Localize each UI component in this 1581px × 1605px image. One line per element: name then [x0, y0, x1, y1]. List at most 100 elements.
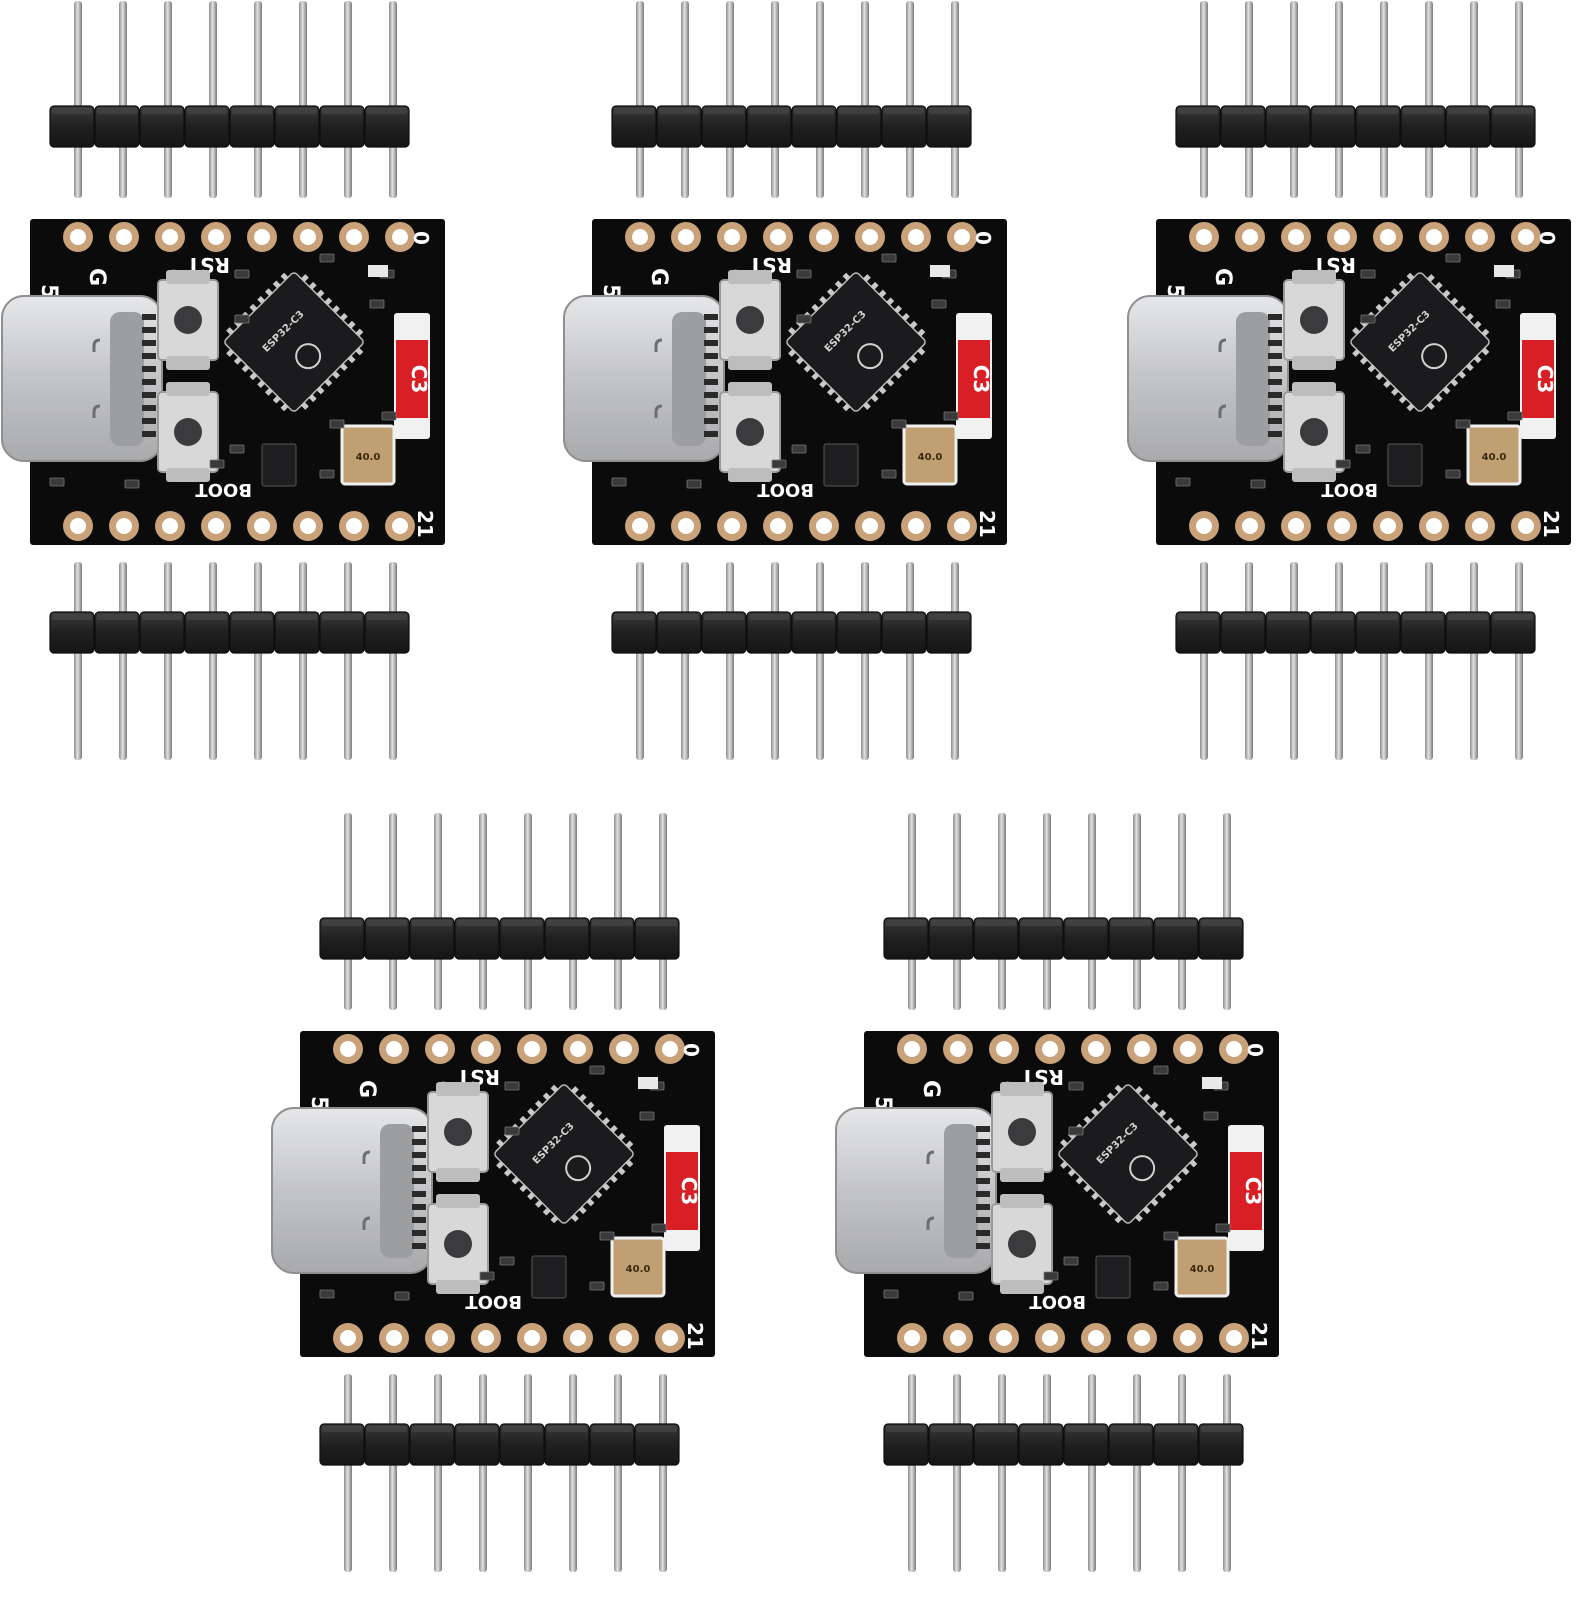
pin-hole: [1226, 1330, 1242, 1346]
smd-component: [369, 299, 385, 309]
pin-hole: [392, 229, 408, 245]
header-block: [319, 1423, 365, 1466]
button-cap: [1300, 306, 1328, 334]
header-pin: [569, 1374, 577, 1572]
smd-component: [1063, 1256, 1079, 1266]
header-block: [791, 105, 837, 148]
smd-component: [611, 477, 627, 487]
label-g: G: [84, 268, 109, 286]
pin-hole: [1180, 1330, 1196, 1346]
header-block: [926, 105, 972, 148]
header-block: [1310, 611, 1356, 654]
header-pin: [906, 1, 914, 198]
smd-component: [49, 477, 65, 487]
header-pin: [951, 562, 959, 760]
smd-component: [1360, 314, 1376, 324]
header-block: [1310, 105, 1356, 148]
header-pin: [861, 562, 869, 760]
button-cap: [1300, 418, 1328, 446]
header-pin: [344, 813, 352, 1010]
header-block: [701, 611, 747, 654]
smd-component: [381, 411, 397, 421]
pin-hole: [1134, 1041, 1150, 1057]
pin-hole: [1042, 1041, 1058, 1057]
pin-hole: [632, 229, 648, 245]
smd-component: [1495, 299, 1511, 309]
label-21: 21: [1539, 510, 1563, 538]
header-pin: [1200, 1, 1208, 198]
label-g: G: [646, 268, 671, 286]
pin-hole: [770, 229, 786, 245]
ceramic-antenna: C3: [1228, 1125, 1265, 1251]
header-block: [319, 611, 365, 654]
pin-hole: [1426, 518, 1442, 534]
pin-hole: [570, 1041, 586, 1057]
header-block: [1108, 917, 1154, 960]
pin-hole: [1088, 1041, 1104, 1057]
header-pin: [816, 1, 824, 198]
header-pin: [1178, 1374, 1186, 1572]
pin-hole: [954, 518, 970, 534]
antenna-label: C3: [1533, 365, 1557, 394]
pin-hole: [208, 518, 224, 534]
reset-button: [719, 270, 781, 370]
smd-component: [599, 1231, 615, 1241]
pin-hole: [862, 229, 878, 245]
header-pin: [299, 1, 307, 198]
header-pin: [1470, 1, 1478, 198]
header-pin: [681, 562, 689, 760]
header-pin: [726, 562, 734, 760]
label-boot: BOOT: [1029, 1291, 1086, 1312]
header-pin: [953, 813, 961, 1010]
pin-hole: [1042, 1330, 1058, 1346]
smd-component: [319, 253, 335, 263]
header-pin: [389, 562, 397, 760]
pin-hole: [996, 1041, 1012, 1057]
header-pin: [1133, 813, 1141, 1010]
smd-component: [686, 479, 702, 489]
pin-hole: [570, 1330, 586, 1346]
header-pin: [681, 1, 689, 198]
pin-hole: [162, 518, 178, 534]
label-boot: BOOT: [465, 1291, 522, 1312]
header-block: [1198, 917, 1244, 960]
header-pin: [771, 1, 779, 198]
top-pin-header: [1175, 1, 1536, 198]
label-g: G: [1210, 268, 1235, 286]
header-block: [973, 917, 1019, 960]
header-pin: [1043, 813, 1051, 1010]
header-block: [274, 611, 320, 654]
header-pin: [861, 1, 869, 198]
header-block: [1355, 611, 1401, 654]
header-block: [1265, 611, 1311, 654]
header-block: [656, 611, 702, 654]
crystal-marking: 40.0: [626, 1264, 651, 1275]
smd-component: [234, 314, 250, 324]
antenna-label: C3: [677, 1177, 701, 1206]
bottom-pin-header: [49, 562, 410, 760]
pin-hole: [996, 1330, 1012, 1346]
boot-button: [991, 1194, 1053, 1294]
pin-hole: [1180, 1041, 1196, 1057]
header-pin: [1245, 562, 1253, 760]
button-cap: [736, 306, 764, 334]
reset-button: [427, 1082, 489, 1182]
header-block: [611, 611, 657, 654]
header-pin: [1088, 813, 1096, 1010]
header-pin: [1425, 1, 1433, 198]
header-block: [928, 917, 974, 960]
header-block: [319, 105, 365, 148]
header-pin: [726, 1, 734, 198]
header-pin: [389, 813, 397, 1010]
pin-hole: [770, 518, 786, 534]
reset-button: [157, 270, 219, 370]
header-pin: [1290, 562, 1298, 760]
regulator: [261, 443, 297, 487]
header-block: [1018, 1423, 1064, 1466]
header-pin: [344, 1, 352, 198]
header-block: [454, 917, 500, 960]
header-pin: [1380, 562, 1388, 760]
button-cap: [174, 418, 202, 446]
regulator: [1095, 1255, 1131, 1299]
